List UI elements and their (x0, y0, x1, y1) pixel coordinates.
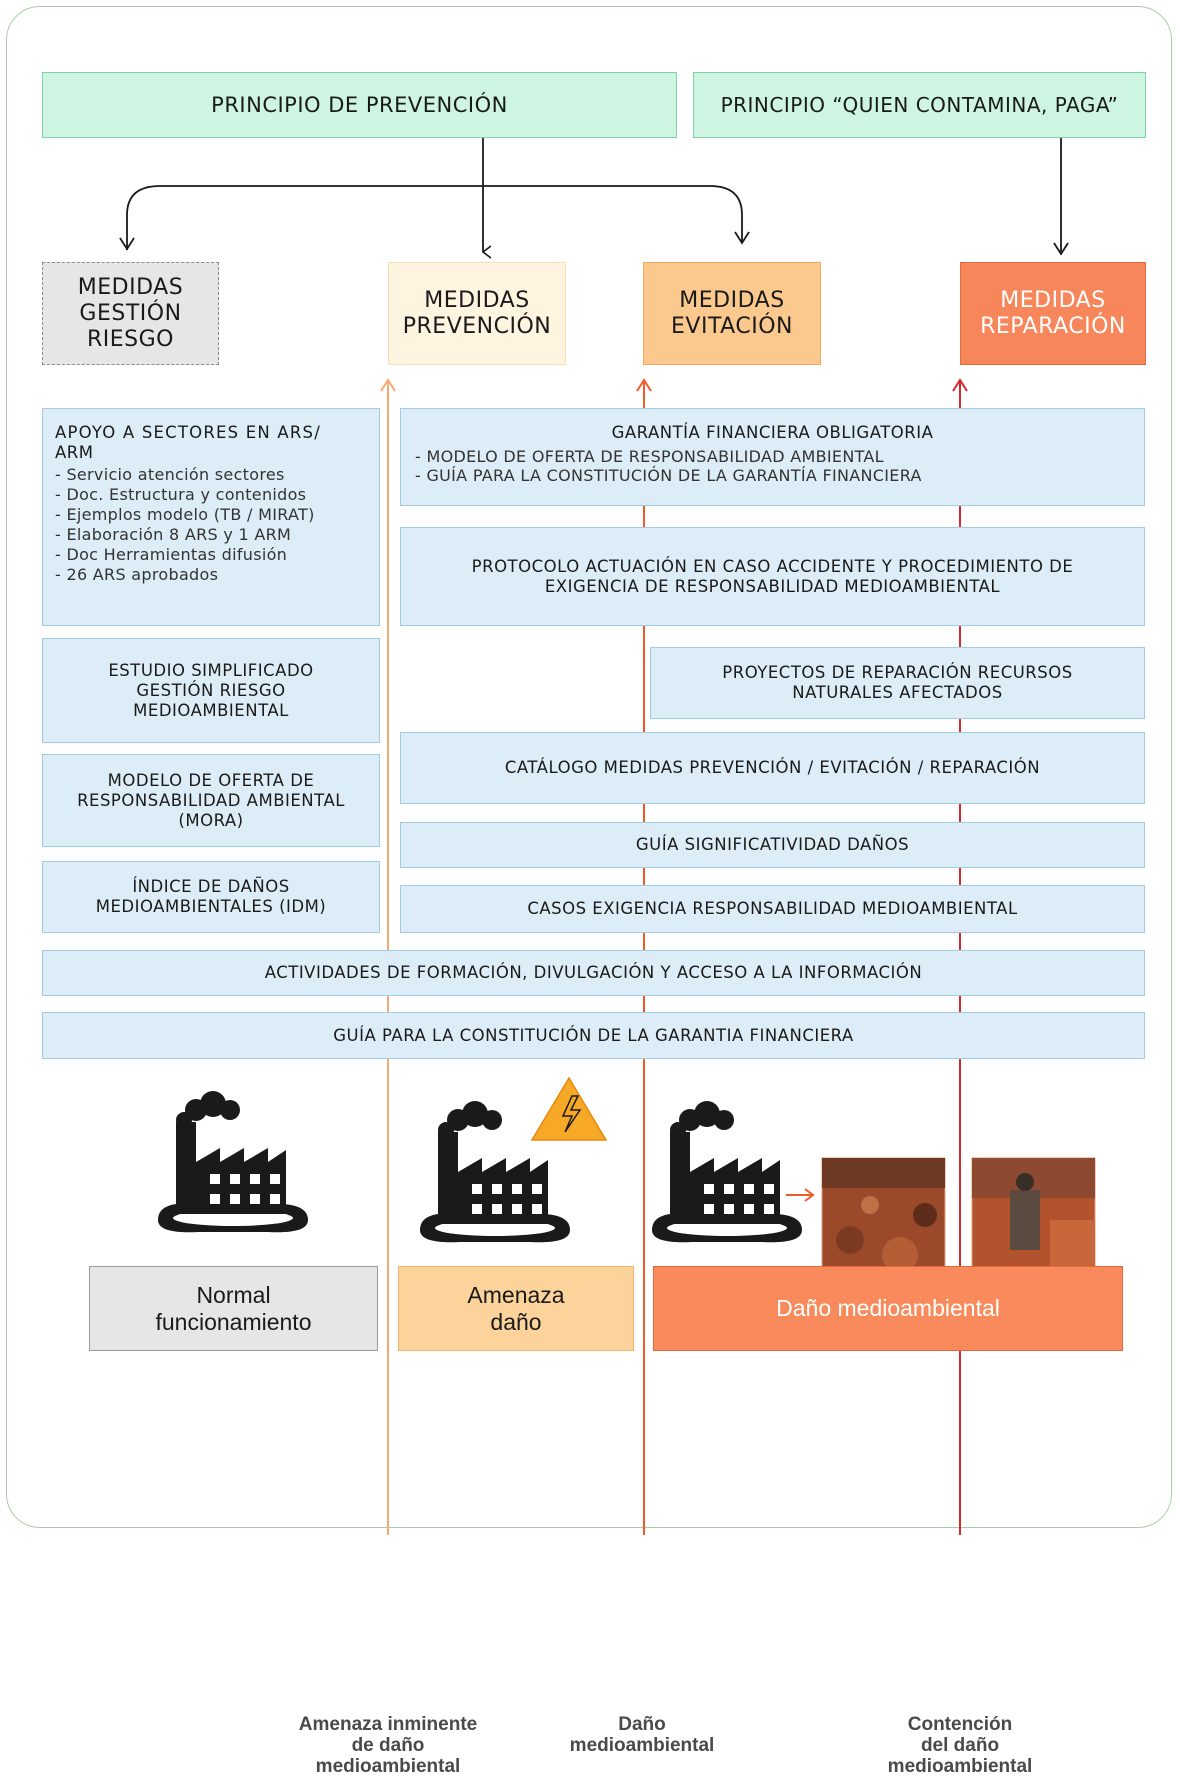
box-protocolo: PROTOCOLO ACTUACIÓN EN CASO ACCIDENTE Y … (400, 527, 1145, 626)
apoyo-item: - Doc Herramientas difusión (55, 545, 288, 564)
principle-polluter-label: PRINCIPIO “QUIEN CONTAMINA, PAGA” (720, 93, 1119, 117)
box-casos-exigencia: CASOS EXIGENCIA RESPONSABILIDAD MEDIOAMB… (400, 885, 1145, 933)
caption-line: Contención (907, 1714, 1013, 1735)
protocolo-line: EXIGENCIA DE RESPONSABILIDAD MEDIOAMBIEN… (544, 576, 1001, 596)
measure-gestion-riesgo: MEDIDAS GESTIÓN RIESGO (42, 262, 219, 365)
protocolo-line: PROTOCOLO ACTUACIÓN EN CASO ACCIDENTE Y … (471, 556, 1074, 576)
caption-line: medioambiental (315, 1756, 461, 1777)
box-garantia-financiera: GARANTÍA FINANCIERA OBLIGATORIA - MODELO… (400, 408, 1145, 506)
measure-evitacion-line-1: MEDIDAS (679, 287, 785, 313)
mora-line: (MORA) (178, 810, 244, 830)
apoyo-item: - Elaboración 8 ARS y 1 ARM (55, 525, 292, 544)
head-prevention (380, 378, 396, 392)
caption-line: medioambiental (887, 1756, 1033, 1777)
measure-prevencion: MEDIDAS PREVENCIÓN (388, 262, 566, 365)
box-mora: MODELO DE OFERTA DE RESPONSABILIDAD AMBI… (42, 754, 380, 847)
measure-gestion-line-1: MEDIDAS (77, 274, 184, 300)
measure-reparacion-line-2: REPARACIÓN (980, 313, 1126, 339)
head-repair (952, 378, 968, 392)
estudio-line: ESTUDIO SIMPLIFICADO (108, 660, 314, 680)
state-normal-line: Normal (196, 1281, 271, 1308)
state-dano-medioambiental: Daño medioambiental (653, 1266, 1123, 1351)
apoyo-item: - Doc. Estructura y contenidos (55, 485, 307, 504)
mora-line: RESPONSABILIDAD AMBIENTAL (77, 790, 345, 810)
caption-contencion: Contención del daño medioambiental (860, 1714, 1060, 1777)
idm-line: MEDIOAMBIENTALES (IDM) (95, 897, 327, 916)
estudio-line: MEDIOAMBIENTAL (133, 700, 289, 720)
head-evitation (636, 378, 652, 392)
caption-dano: Daño medioambiental (542, 1714, 742, 1756)
actividades-label: ACTIVIDADES DE FORMACIÓN, DIVULGACIÓN Y … (264, 963, 923, 982)
arrow-head-gestion (119, 237, 135, 251)
measure-gestion-line-2: GESTIÓN (79, 300, 182, 326)
measure-reparacion: MEDIDAS REPARACIÓN (960, 262, 1146, 365)
casos-label: CASOS EXIGENCIA RESPONSABILIDAD MEDIOAMB… (527, 899, 1018, 918)
principle-polluter-pays: PRINCIPIO “QUIEN CONTAMINA, PAGA” (693, 72, 1146, 138)
box-estudio-simplificado: ESTUDIO SIMPLIFICADO GESTIÓN RIESGO MEDI… (42, 638, 380, 743)
principle-prevention-label: PRINCIPIO DE PREVENCIÓN (211, 93, 508, 117)
caption-line: Amenaza inminente (298, 1714, 478, 1735)
proyectos-line: NATURALES AFECTADOS (792, 683, 1003, 702)
box-catalogo-medidas: CATÁLOGO MEDIDAS PREVENCIÓN / EVITACIÓN … (400, 732, 1145, 804)
apoyo-title-line-1: APOYO A SECTORES EN ARS/ (55, 423, 321, 442)
arrow-prevention-branch (126, 185, 743, 250)
apoyo-item: - 26 ARS aprobados (55, 565, 219, 584)
guia-signif-label: GUÍA SIGNIFICATIVIDAD DAÑOS (635, 835, 910, 854)
measure-prevencion-line-1: MEDIDAS (424, 287, 530, 313)
measure-prevencion-line-2: PREVENCIÓN (402, 313, 552, 339)
guia-constitucion-label: GUÍA PARA LA CONSTITUCIÓN DE LA GARANTIA… (333, 1025, 854, 1045)
box-idm: ÍNDICE DE DAÑOS MEDIOAMBIENTALES (IDM) (42, 861, 380, 933)
arrow-head-evitacion (734, 231, 750, 245)
estudio-line: GESTIÓN RIESGO (136, 680, 286, 700)
proyectos-line: PROYECTOS DE REPARACIÓN RECURSOS (722, 663, 1073, 682)
garantia-title: GARANTÍA FINANCIERA OBLIGATORIA (611, 423, 934, 442)
principle-prevention: PRINCIPIO DE PREVENCIÓN (42, 72, 677, 138)
caption-amenaza-inminente: Amenaza inminente de daño medioambiental (268, 1714, 508, 1777)
state-normal-line: funcionamiento (155, 1308, 312, 1335)
idm-line: ÍNDICE DE DAÑOS (132, 877, 290, 896)
diagram-frame (6, 6, 1172, 1528)
measure-reparacion-line-1: MEDIDAS (1000, 287, 1106, 313)
caption-line: Daño (618, 1714, 666, 1735)
arrow-head-reparacion (1053, 242, 1069, 256)
state-amenaza-line: daño (490, 1308, 542, 1335)
box-apoyo-sectores: APOYO A SECTORES EN ARS/ ARM - Servicio … (42, 408, 380, 626)
state-normal-funcionamiento: Normal funcionamiento (89, 1266, 378, 1351)
box-proyectos-reparacion: PROYECTOS DE REPARACIÓN RECURSOS NATURAL… (650, 647, 1145, 719)
box-guia-significatividad: GUÍA SIGNIFICATIVIDAD DAÑOS (400, 822, 1145, 868)
caption-line: de daño (351, 1735, 425, 1756)
measure-evitacion: MEDIDAS EVITACIÓN (643, 262, 821, 365)
mora-line: MODELO DE OFERTA DE (107, 770, 315, 790)
state-amenaza-dano: Amenaza daño (398, 1266, 634, 1351)
garantia-item: - GUÍA PARA LA CONSTITUCIÓN DE LA GARANT… (415, 466, 922, 485)
state-amenaza-line: Amenaza (467, 1281, 565, 1308)
apoyo-item: - Servicio atención sectores (55, 465, 285, 484)
apoyo-item: - Ejemplos modelo (TB / MIRAT) (55, 505, 315, 524)
box-actividades-formacion: ACTIVIDADES DE FORMACIÓN, DIVULGACIÓN Y … (42, 950, 1145, 996)
box-guia-constitucion: GUÍA PARA LA CONSTITUCIÓN DE LA GARANTIA… (42, 1012, 1145, 1059)
caption-line: medioambiental (569, 1735, 715, 1756)
apoyo-title-line-2: ARM (55, 443, 94, 462)
catalogo-label: CATÁLOGO MEDIDAS PREVENCIÓN / EVITACIÓN … (504, 758, 1041, 777)
garantia-item: - MODELO DE OFERTA DE RESPONSABILIDAD AM… (415, 447, 884, 466)
measure-evitacion-line-2: EVITACIÓN (671, 313, 793, 339)
state-dano-label: Daño medioambiental (776, 1295, 1000, 1321)
caption-line: del daño (920, 1735, 1000, 1756)
measure-gestion-line-3: RIESGO (86, 326, 174, 352)
